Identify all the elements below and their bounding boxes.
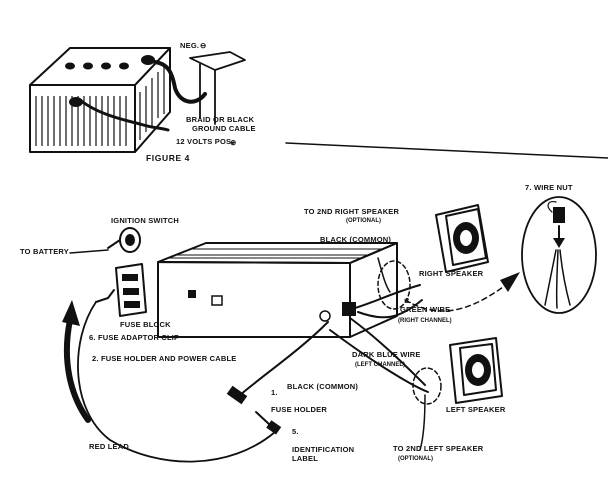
fuse-holder-power-cable-label: 2. FUSE HOLDER AND POWER CABLE	[92, 354, 236, 363]
radio-unit	[157, 242, 398, 338]
wire-nut-inset	[521, 196, 597, 314]
red-lead-label: RED LEAD	[89, 442, 129, 451]
fuse-holder-label: FUSE HOLDER	[271, 405, 327, 414]
neg-label: NEG.	[180, 41, 199, 50]
curved-arrow	[63, 317, 91, 423]
wire-nut-label: 7. WIRE NUT	[525, 183, 573, 192]
battery-top	[29, 47, 171, 86]
negative-terminal	[141, 55, 155, 65]
ignition-switch	[107, 227, 141, 253]
figure-caption: FIGURE 4	[146, 153, 190, 163]
identification-label-tag	[266, 420, 282, 435]
black-common-top-label: BLACK (COMMON)	[320, 235, 391, 244]
num-5-label: 5.	[292, 427, 299, 436]
black-common-bottom-wire	[329, 329, 429, 393]
dark-blue-wire	[349, 317, 426, 386]
right-channel-label: (RIGHT CHANNEL)	[398, 318, 452, 324]
radio-front	[157, 261, 351, 338]
left-channel-label: (LEFT CHANNEL)	[355, 362, 405, 368]
positive-cable	[78, 98, 170, 132]
pos-label: 12 VOLTS POS.	[176, 137, 233, 146]
ground-cable	[153, 60, 207, 104]
dashed-arrow-head	[500, 272, 520, 292]
black-common-top-wire	[354, 284, 421, 309]
radio-knob-right	[211, 295, 223, 306]
connection-detail-right	[377, 260, 411, 310]
optional-top-label: (OPTIONAL)	[346, 218, 381, 224]
to-2nd-left-wire	[419, 394, 426, 451]
pos-symbol-icon: ⊕	[230, 138, 237, 147]
right-speaker-graphic	[435, 204, 489, 273]
radio-top	[157, 242, 398, 264]
neg-symbol-icon: ⊖	[200, 41, 207, 50]
dashed-arrow-wire-nut	[404, 281, 511, 312]
identification-label-1: IDENTIFICATION	[292, 445, 354, 454]
to-battery-label: TO BATTERY	[20, 247, 69, 256]
green-wire	[357, 299, 423, 319]
wire-nut-icon	[553, 207, 565, 223]
to-2nd-right-speaker-label: TO 2ND RIGHT SPEAKER	[304, 207, 400, 216]
fuse-block	[115, 263, 147, 317]
speaker-connector	[342, 302, 356, 316]
dark-blue-wire-label: DARK BLUE WIRE	[352, 350, 421, 359]
power-jack	[319, 310, 331, 322]
battery	[29, 47, 246, 153]
curved-arrow-head	[62, 300, 80, 326]
fuse-adaptor-clip	[95, 289, 115, 303]
left-speaker-graphic	[449, 337, 503, 404]
to-2nd-right-wire	[377, 257, 391, 293]
connection-detail-left	[412, 367, 442, 405]
red-lead-wire	[77, 301, 276, 463]
num-3-label: 3.	[405, 296, 412, 305]
black-common-bottom-label: BLACK (COMMON)	[287, 382, 358, 391]
identification-label-2: LABEL	[292, 454, 318, 463]
right-speaker-label: RIGHT SPEAKER	[419, 269, 484, 278]
fuse-adaptor-clip-label: 6. FUSE ADAPTOR CLIP	[89, 333, 179, 342]
separator-line	[285, 142, 608, 159]
fuse-holder	[226, 385, 282, 435]
to-battery-wire	[69, 249, 109, 254]
ground-label-2: GROUND CABLE	[192, 124, 256, 133]
ground-label-1: BRAID OR BLACK	[186, 115, 255, 124]
left-speaker-label: LEFT SPEAKER	[446, 405, 506, 414]
green-wire-label: GREEN WIRE	[400, 305, 450, 314]
num-1-label: 1.	[271, 388, 278, 397]
optional-bottom-label: (OPTIONAL)	[398, 456, 433, 462]
ignition-switch-label: IGNITION SWITCH	[111, 216, 179, 225]
to-2nd-left-speaker-label: TO 2ND LEFT SPEAKER	[393, 444, 484, 453]
battery-side	[134, 47, 171, 153]
power-cable	[239, 321, 329, 396]
chassis-bracket	[189, 51, 246, 71]
radio-knob-left	[188, 290, 196, 298]
fuse-block-label: FUSE BLOCK	[120, 320, 171, 329]
